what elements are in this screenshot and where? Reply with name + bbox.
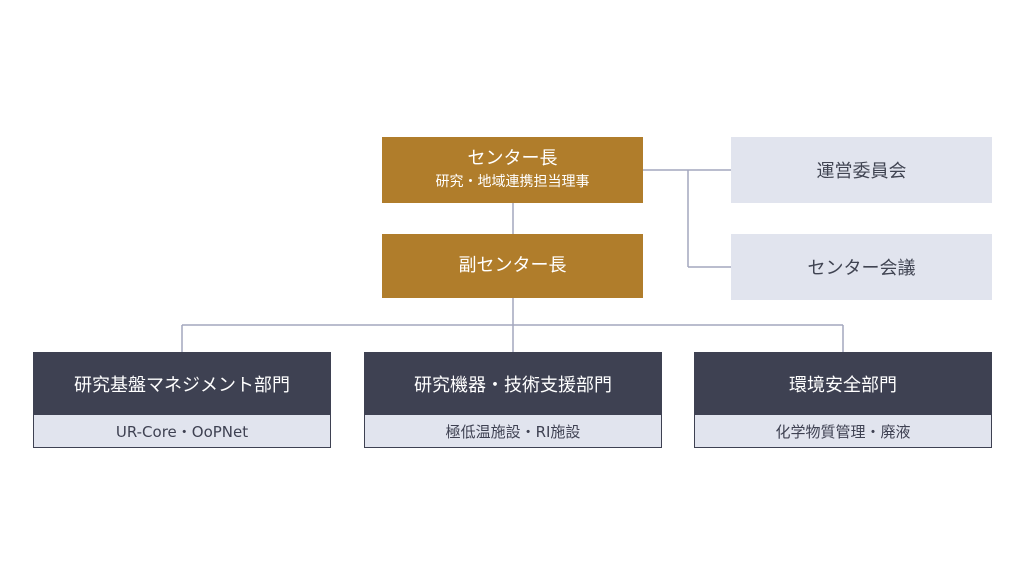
department-name: 環境安全部門 bbox=[695, 353, 991, 415]
director-box: センター長 研究・地域連携担当理事 bbox=[382, 137, 643, 203]
committee-label: 運営委員会 bbox=[816, 161, 907, 182]
department-sub: UR-Core・OoPNet bbox=[34, 415, 330, 447]
department-box-research-management: 研究基盤マネジメント部門 UR-Core・OoPNet bbox=[33, 352, 331, 448]
committee-box-steering: 運営委員会 bbox=[731, 137, 992, 203]
department-box-equipment-support: 研究機器・技術支援部門 極低温施設・RI施設 bbox=[364, 352, 662, 448]
department-sub: 極低温施設・RI施設 bbox=[365, 415, 661, 447]
deputy-box: 副センター長 bbox=[382, 234, 643, 298]
director-title: センター長 bbox=[467, 148, 558, 169]
committee-box-center-meeting: センター会議 bbox=[731, 234, 992, 300]
department-name: 研究基盤マネジメント部門 bbox=[34, 353, 330, 415]
committee-label: センター会議 bbox=[807, 258, 916, 279]
deputy-title: 副センター長 bbox=[458, 255, 567, 276]
director-subtitle: 研究・地域連携担当理事 bbox=[435, 174, 590, 190]
department-box-environmental-safety: 環境安全部門 化学物質管理・廃液 bbox=[694, 352, 992, 448]
department-name: 研究機器・技術支援部門 bbox=[365, 353, 661, 415]
department-sub: 化学物質管理・廃液 bbox=[695, 415, 991, 447]
